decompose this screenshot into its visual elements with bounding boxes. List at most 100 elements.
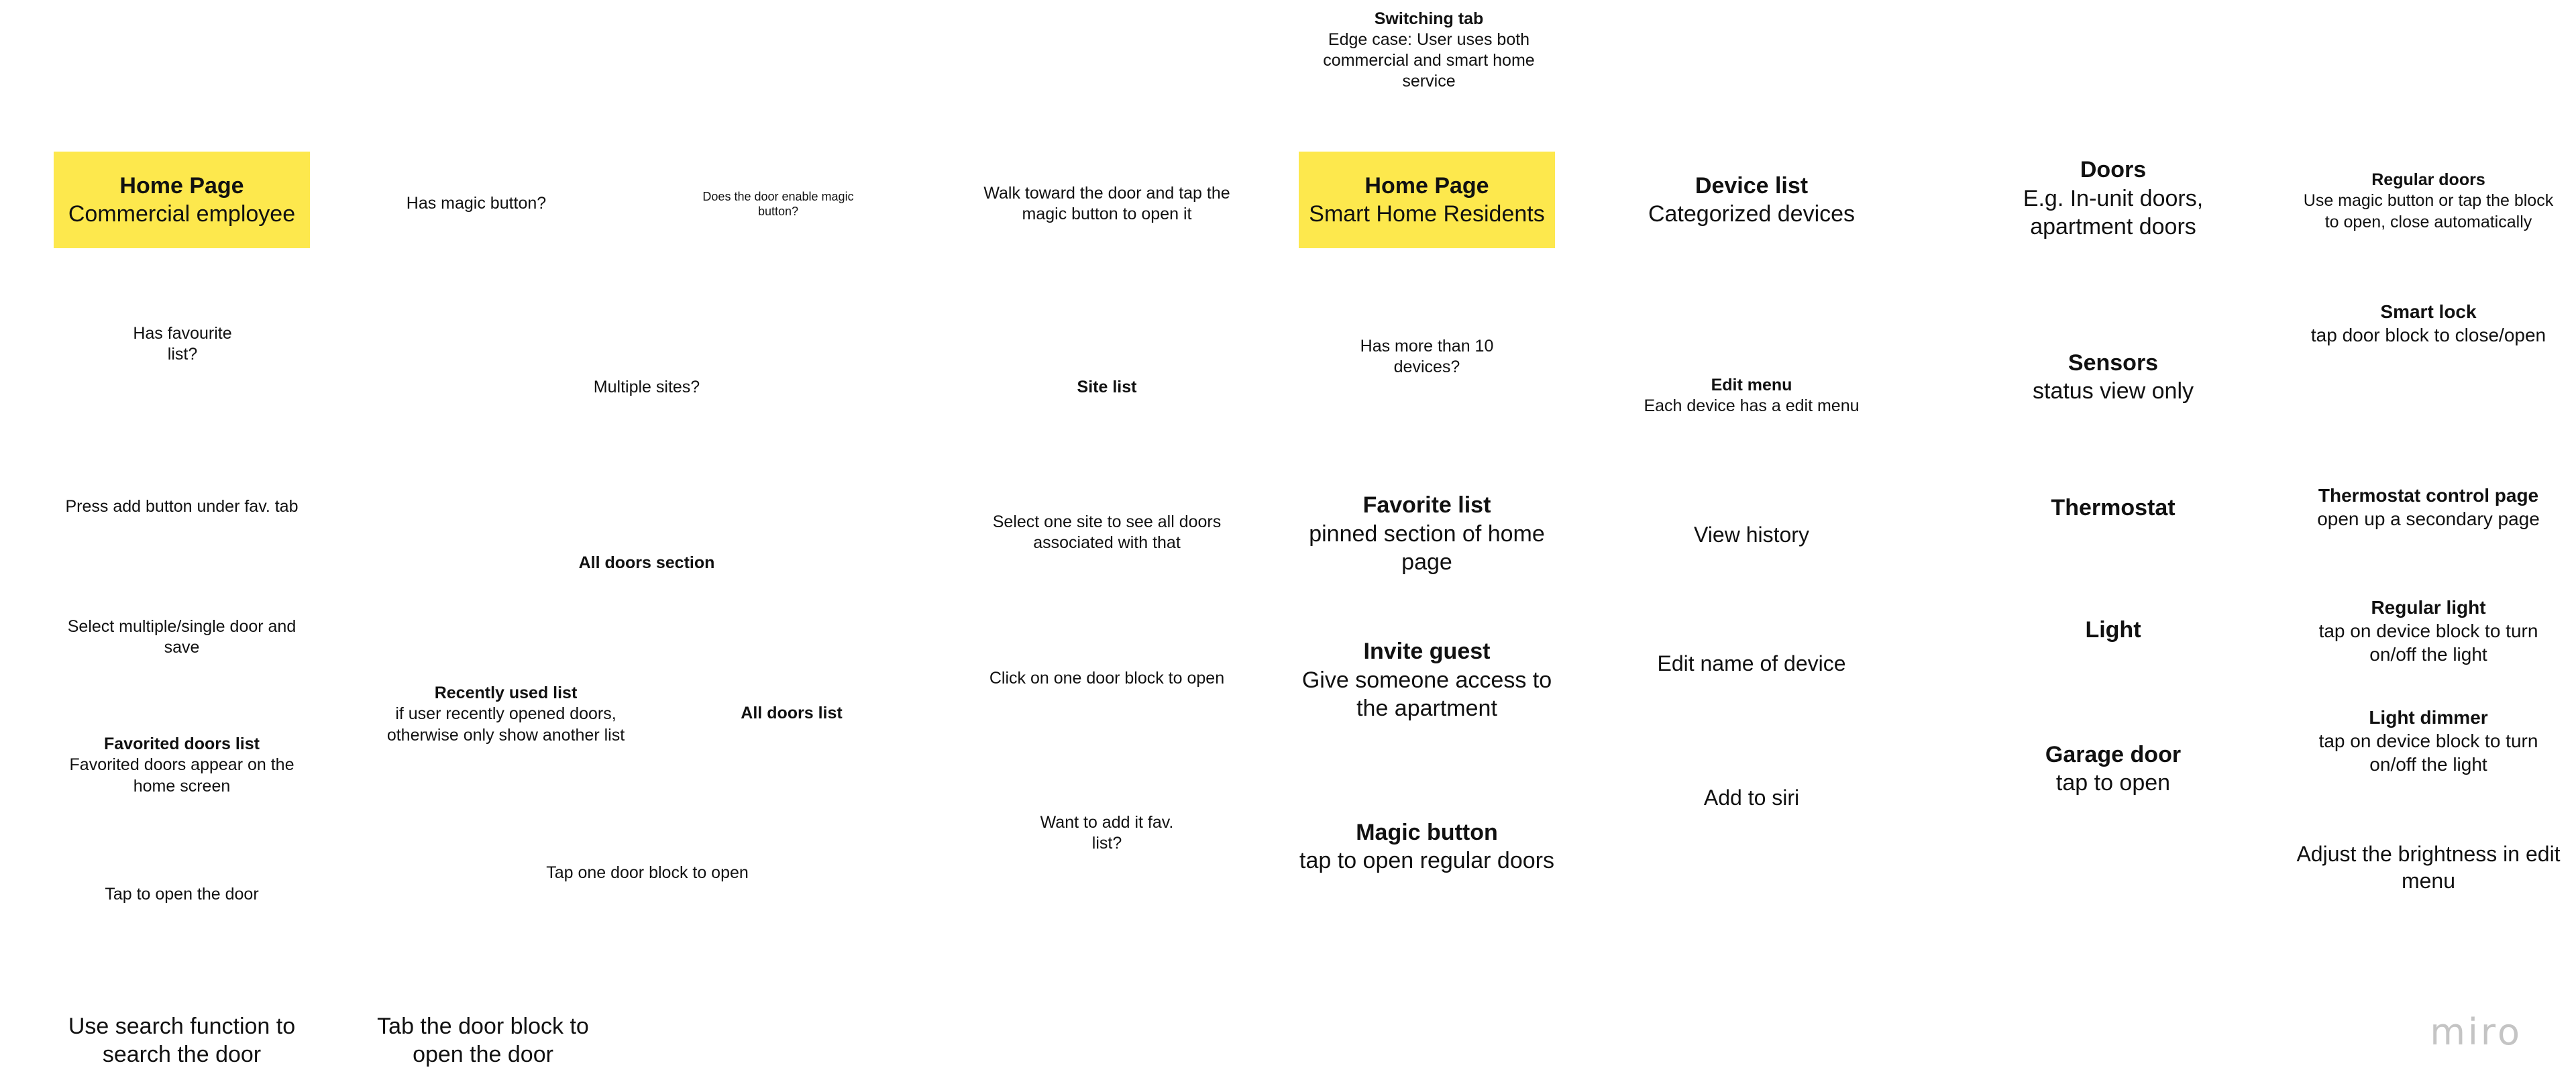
node-title: Garage door <box>2045 741 2182 767</box>
node-body: Commercial employee <box>68 201 296 227</box>
site-list-node[interactable]: Site list <box>1026 373 1187 402</box>
walk-toward-door-node[interactable]: Walk toward the door and tap the magic b… <box>973 178 1241 229</box>
thermostat-control-page-node[interactable]: Thermostat control page open up a second… <box>2281 479 2576 535</box>
edit-menu-node[interactable]: Edit menu Each device has a edit menu <box>1623 370 1880 421</box>
node-body: Categorized devices <box>1648 201 1856 227</box>
node-body: tap door block to close/open <box>2310 325 2546 345</box>
node-body: tap on device block to turn on/off the l… <box>2318 620 2538 665</box>
node-title: Smart lock <box>2380 301 2477 322</box>
node-body: Tap one door block to open <box>546 863 749 883</box>
has-magic-button-node[interactable]: Has magic button? <box>402 178 550 229</box>
favorite-list-node[interactable]: Favorite list pinned section of home pag… <box>1299 488 1555 580</box>
node-body: Press add button under fav. tab <box>65 497 299 517</box>
node-body: Add to siri <box>1703 785 1800 810</box>
tab-door-block-node[interactable]: Tab the door block to open the door <box>362 1010 604 1071</box>
node-body: Edit name of device <box>1657 651 1846 675</box>
thermostat-node[interactable]: Thermostat <box>1986 491 2241 525</box>
node-body: Has magic button? <box>406 194 547 213</box>
use-search-function-node[interactable]: Use search function to search the door <box>54 1010 310 1071</box>
press-add-button-node[interactable]: Press add button under fav. tab <box>40 492 323 522</box>
node-body: Want to add it fav. list? <box>1040 812 1174 853</box>
want-add-fav-node[interactable]: Want to add it fav. list? <box>1026 808 1187 859</box>
all-doors-section-node[interactable]: All doors section <box>553 549 741 578</box>
node-title: Home Page <box>119 172 244 199</box>
door-enable-magic-node[interactable]: Does the door enable magic button? <box>691 186 865 221</box>
node-title: Site list <box>1077 378 1137 397</box>
switching-tab-node[interactable]: Switching tab Edge case: User uses both … <box>1301 0 1556 101</box>
node-title: Thermostat <box>2051 494 2176 521</box>
tap-one-door-block-node[interactable]: Tap one door block to open <box>510 859 785 888</box>
node-title: Recently used list <box>434 684 578 703</box>
home-page-smart-home-sticky[interactable]: Home Page Smart Home Residents <box>1299 152 1555 248</box>
node-body: Tab the door block to open the door <box>377 1013 589 1068</box>
node-body: Walk toward the door and tap the magic b… <box>983 183 1230 223</box>
node-body: Smart Home Residents <box>1309 201 1545 227</box>
node-body: Use search function to search the door <box>68 1013 296 1068</box>
all-doors-list-node[interactable]: All doors list <box>704 699 879 728</box>
home-page-commercial-sticky[interactable]: Home Page Commercial employee <box>54 152 310 248</box>
node-title: Invite guest <box>1363 639 1491 665</box>
node-body: Does the door enable magic button? <box>702 189 854 219</box>
regular-doors-node[interactable]: Regular doors Use magic button or tap th… <box>2294 153 2563 250</box>
node-title: Device list <box>1695 172 1809 199</box>
node-title: Sensors <box>2068 349 2159 376</box>
node-title: Magic button <box>1356 819 1498 845</box>
node-title: All doors section <box>578 553 715 573</box>
node-title: Thermostat control page <box>2318 485 2539 506</box>
light-dimmer-node[interactable]: Light dimmer tap on device block to turn… <box>2294 700 2563 781</box>
node-body: tap on device block to turn on/off the l… <box>2318 730 2538 775</box>
node-title: Light <box>2085 616 2141 643</box>
node-title: All doors list <box>741 704 843 723</box>
node-body: tap to open regular doors <box>1299 848 1554 873</box>
node-title: Favorite list <box>1362 492 1491 519</box>
smart-lock-node[interactable]: Smart lock tap door block to close/open <box>2294 295 2563 351</box>
node-body: Has favourite list? <box>133 323 232 364</box>
device-list-node[interactable]: Device list Categorized devices <box>1623 168 1880 232</box>
doors-node[interactable]: Doors E.g. In-unit doors, apartment door… <box>1986 152 2241 246</box>
tap-open-door-node[interactable]: Tap to open the door <box>64 880 299 910</box>
favorited-doors-list-node[interactable]: Favorited doors list Favorited doors app… <box>51 728 313 802</box>
node-title: Switching tab <box>1374 9 1484 28</box>
add-to-siri-node[interactable]: Add to siri <box>1623 781 1880 814</box>
node-title: Home Page <box>1364 172 1489 199</box>
node-body: Multiple sites? <box>593 378 700 397</box>
node-title: Favorited doors list <box>104 735 260 754</box>
node-body: status view only <box>2033 378 2194 404</box>
node-title: Light dimmer <box>2369 706 2488 728</box>
more-than-10-devices-node[interactable]: Has more than 10 devices? <box>1355 331 1499 382</box>
node-title: Regular light <box>2371 596 2486 618</box>
node-body: Select multiple/single door and save <box>67 616 297 657</box>
has-favourite-list-node[interactable]: Has favourite list? <box>121 321 244 368</box>
node-body: pinned section of home page <box>1309 521 1545 576</box>
regular-light-node[interactable]: Regular light tap on device block to tur… <box>2294 590 2563 671</box>
node-body: Give someone access to the apartment <box>1301 667 1552 722</box>
view-history-node[interactable]: View history <box>1623 518 1880 551</box>
node-body: Select one site to see all doors associa… <box>992 512 1222 552</box>
node-body: tap to open <box>2055 770 2171 796</box>
recently-used-list-node[interactable]: Recently used list if user recently open… <box>372 678 640 751</box>
adjust-brightness-node[interactable]: Adjust the brightness in edit menu <box>2294 837 2563 898</box>
node-body: Edge case: User uses both commercial and… <box>1323 30 1535 91</box>
node-title: Regular doors <box>2371 170 2485 190</box>
select-one-site-node[interactable]: Select one site to see all doors associa… <box>973 507 1241 558</box>
sensors-node[interactable]: Sensors status view only <box>1986 345 2241 409</box>
node-title: Edit menu <box>1711 375 1792 394</box>
node-body: Has more than 10 devices? <box>1360 336 1494 376</box>
node-body: Tap to open the door <box>105 885 259 904</box>
invite-guest-node[interactable]: Invite guest Give someone access to the … <box>1299 635 1555 726</box>
select-multiple-door-node[interactable]: Select multiple/single door and save <box>51 612 313 663</box>
edit-name-node[interactable]: Edit name of device <box>1623 647 1880 680</box>
node-body: Adjust the brightness in edit menu <box>2296 842 2561 893</box>
light-node[interactable]: Light <box>1986 613 2241 647</box>
node-body: Each device has a edit menu <box>1644 396 1860 415</box>
click-one-door-node[interactable]: Click on one door block to open <box>966 664 1248 694</box>
node-body: Use magic button or tap the block to ope… <box>2303 191 2554 231</box>
magic-button-node[interactable]: Magic button tap to open regular doors <box>1299 814 1555 879</box>
node-body: Favorited doors appear on the home scree… <box>69 755 294 796</box>
node-body: E.g. In-unit doors, apartment doors <box>2023 185 2204 240</box>
multiple-sites-node[interactable]: Multiple sites? <box>553 373 741 402</box>
node-body: if user recently opened doors, otherwise… <box>386 704 625 745</box>
garage-door-node[interactable]: Garage door tap to open <box>1986 737 2241 801</box>
node-body: View history <box>1694 523 1809 547</box>
node-body: open up a secondary page <box>2317 508 2540 529</box>
